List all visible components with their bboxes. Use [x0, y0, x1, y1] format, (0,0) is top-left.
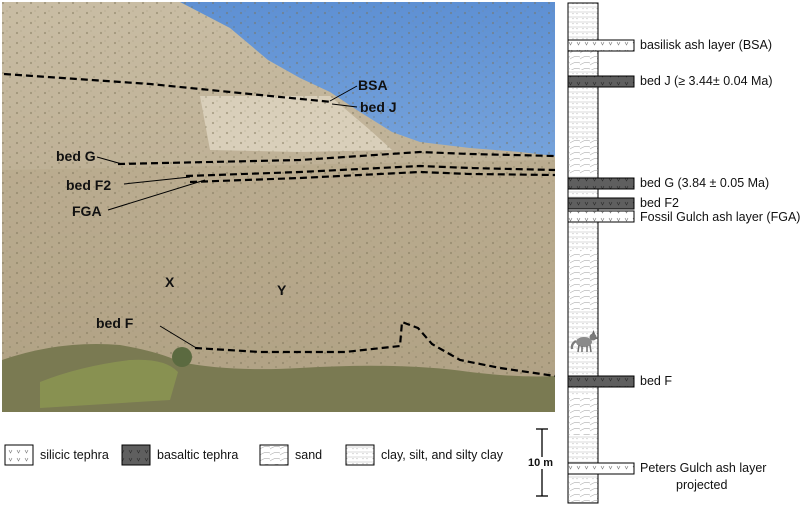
pointer-bed-f2 — [123, 176, 191, 185]
column-fga-bar — [567, 210, 635, 223]
column-label-bed-j: bed J (≥ 3.44± 0.04 Ma) — [640, 74, 773, 88]
column-sand-3 — [569, 395, 597, 435]
photo-label-bed-f2: bed F2 — [66, 177, 112, 193]
brush-texture — [2, 2, 555, 412]
column-label-projected: projected — [676, 478, 728, 492]
coyote-icon — [570, 330, 599, 353]
column-sand-1 — [569, 140, 597, 175]
column-label-bsa: basilisk ash layer (BSA) — [640, 38, 772, 52]
line-bed-f2-b — [189, 170, 555, 184]
column-bed-j-bar — [567, 75, 635, 88]
line-bed-f2-a — [185, 164, 555, 178]
photo-label-y: Y — [277, 282, 287, 298]
column-label-peters-gulch: Peters Gulch ash layer — [640, 461, 767, 475]
legend-label-sand: sand — [295, 448, 323, 462]
photo-label-bed-f: bed F — [96, 315, 134, 331]
line-bsa-bedj — [3, 72, 333, 104]
pointer-bsa — [329, 85, 358, 102]
legend — [4, 428, 548, 497]
shrub — [172, 347, 192, 367]
field-photo — [2, 2, 555, 412]
legend-swatch-sand — [259, 444, 289, 466]
legend-label-basaltic: basaltic tephra — [157, 448, 239, 462]
line-bed-g — [117, 150, 555, 166]
grass-patch — [40, 359, 178, 408]
column-sand-5 — [569, 50, 597, 70]
legend-swatch-silicic — [4, 444, 34, 466]
pointer-bed-f — [159, 325, 199, 350]
photo-label-bsa: BSA — [358, 77, 388, 93]
photo-label-bed-j: bed J — [360, 99, 397, 115]
column-bsa-bar — [567, 39, 635, 52]
photo-label-x: X — [165, 274, 175, 290]
column-bed-f-bar — [567, 375, 635, 388]
column-bed-f2-bar — [567, 197, 635, 210]
pointer-bed-j — [331, 103, 358, 108]
pointer-bed-g — [96, 156, 123, 165]
legend-label-silicic: silicic tephra — [40, 448, 109, 462]
column-label-fga: Fossil Gulch ash layer (FGA) — [640, 210, 800, 224]
legend-swatch-clay — [345, 444, 375, 466]
column-sand-4 — [569, 480, 597, 502]
legend-label-clay: clay, silt, and silty clay — [381, 448, 504, 462]
column-label-bed-f2: bed F2 — [640, 196, 679, 210]
line-bed-f — [194, 320, 555, 378]
scale-bar-label: 10 m — [527, 457, 555, 469]
column-peters-gulch-bar — [567, 462, 635, 475]
photo-label-fga: FGA — [72, 203, 102, 219]
column-sand-2 — [569, 250, 597, 310]
column-label-bed-f: bed F — [640, 374, 672, 388]
legend-swatch-basaltic — [121, 444, 151, 466]
column-bed-g-bar — [567, 177, 635, 190]
photo-label-bed-g: bed G — [56, 148, 96, 164]
column-label-bed-g: bed G (3.84 ± 0.05 Ma) — [640, 176, 770, 190]
stratigraphic-column — [567, 2, 635, 504]
pointer-fga — [107, 179, 206, 211]
